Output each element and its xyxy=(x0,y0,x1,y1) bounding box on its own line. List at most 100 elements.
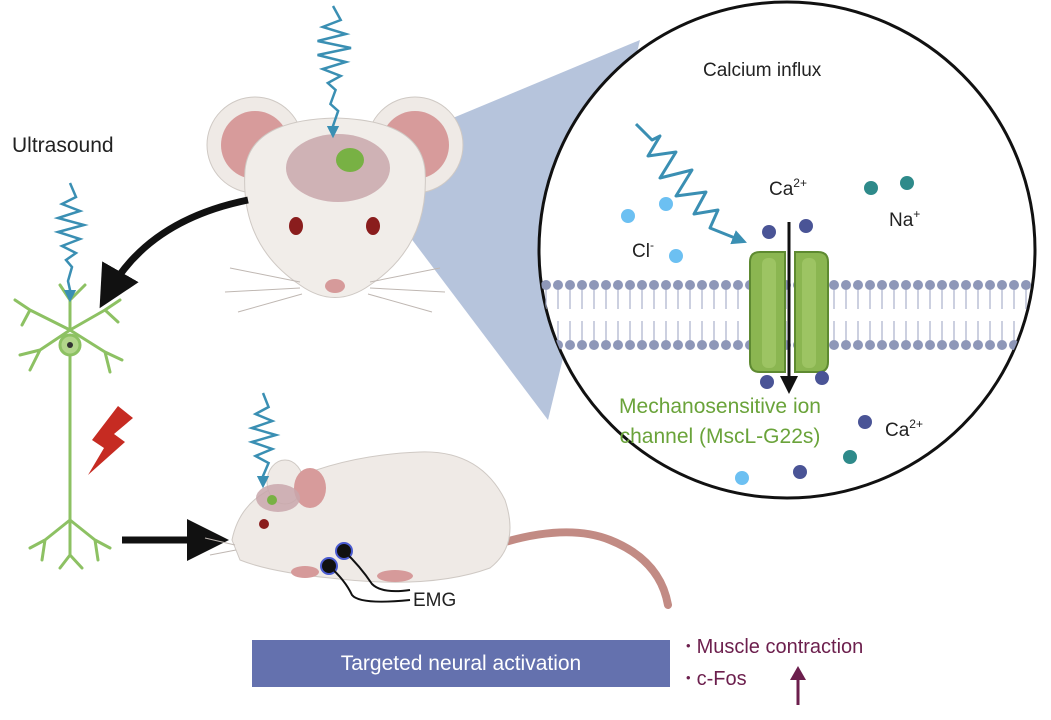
ion-channel-icon xyxy=(749,222,829,394)
bullet: • xyxy=(686,638,691,653)
ion-dot xyxy=(864,181,878,195)
calcium-ion-label: Ca2+ xyxy=(769,176,807,201)
lipid-head xyxy=(877,340,887,350)
lipid-head xyxy=(685,280,695,290)
lipid-head xyxy=(697,280,707,290)
ion-channel-label-line1: Mechanosensitive ion xyxy=(619,395,821,418)
lipid-head xyxy=(1021,280,1031,290)
lipid-head xyxy=(565,340,575,350)
lipid-head xyxy=(613,280,623,290)
emg-electrodes xyxy=(320,542,411,603)
lipid-head xyxy=(949,340,959,350)
lipid-head xyxy=(901,280,911,290)
lipid-head xyxy=(709,280,719,290)
lipid-head xyxy=(733,280,743,290)
ion-dot xyxy=(621,209,635,223)
ion-dot xyxy=(735,471,749,485)
lipid-head xyxy=(721,280,731,290)
lipid-head xyxy=(889,280,899,290)
lipid-head xyxy=(853,280,863,290)
lipid-head xyxy=(565,280,575,290)
ion-dot xyxy=(760,375,774,389)
lipid-head xyxy=(589,340,599,350)
lipid-head xyxy=(685,340,695,350)
lipid-head xyxy=(937,340,947,350)
ultrasound-wave-icon xyxy=(317,5,352,139)
ion-channel-label: Mechanosensitive ion channel (MscL-G22s) xyxy=(560,392,880,452)
chloride-ion-label: Cl- xyxy=(632,238,654,263)
lipid-head xyxy=(709,340,719,350)
lipid-head xyxy=(865,280,875,290)
calcium-ion-charge-bottom: 2+ xyxy=(909,417,923,431)
ion-dot xyxy=(762,225,776,239)
sodium-ion-label: Na+ xyxy=(889,207,920,232)
lightning-bolt-icon xyxy=(88,406,133,475)
ion-dot xyxy=(659,197,673,211)
mouse-head-icon xyxy=(206,96,464,313)
ion-dot xyxy=(793,465,807,479)
ultrasound-wave-icon xyxy=(247,392,281,489)
ion-dot xyxy=(669,249,683,263)
up-arrow-icon xyxy=(790,666,806,705)
activation-bar-label: Targeted neural activation xyxy=(340,651,582,675)
lipid-head xyxy=(985,280,995,290)
ion-dot xyxy=(799,219,813,233)
lipid-head xyxy=(673,340,683,350)
lipid-head xyxy=(961,340,971,350)
lipid-head xyxy=(649,280,659,290)
lipid-head xyxy=(889,340,899,350)
lipid-head xyxy=(925,340,935,350)
lipid-head xyxy=(997,280,1007,290)
lipid-head xyxy=(613,340,623,350)
calcium-influx-label: Calcium influx xyxy=(703,60,822,81)
mouse-body-icon xyxy=(204,451,672,609)
calcium-ion-label-bottom: Ca2+ xyxy=(885,417,923,442)
lipid-head xyxy=(901,340,911,350)
sodium-ion-symbol: Na xyxy=(889,210,914,231)
ion-dot xyxy=(858,415,872,429)
ultrasound-label: Ultrasound xyxy=(12,134,114,157)
lipid-head xyxy=(721,340,731,350)
lipid-head xyxy=(601,340,611,350)
lipid-head xyxy=(973,280,983,290)
outcome-c-fos: •c-Fos xyxy=(686,668,747,691)
lipid-head xyxy=(553,280,563,290)
lipid-head xyxy=(841,280,851,290)
lipid-head xyxy=(1009,280,1019,290)
lipid-head xyxy=(961,280,971,290)
lipid-head xyxy=(853,340,863,350)
curved-arrow xyxy=(99,196,249,309)
outcome-text: Muscle contraction xyxy=(696,636,864,658)
neuron-icon xyxy=(13,283,124,570)
lipid-head xyxy=(649,340,659,350)
calcium-influx-circle xyxy=(537,0,1037,500)
ions xyxy=(621,176,914,485)
ion-channel-label-line2: channel (MscL-G22s) xyxy=(619,425,821,448)
outcome-text: c-Fos xyxy=(696,668,747,690)
lipid-head xyxy=(733,340,743,350)
emg-label: EMG xyxy=(413,590,457,611)
lipid-head xyxy=(937,280,947,290)
lipid-head xyxy=(637,340,647,350)
lipid-head xyxy=(865,340,875,350)
lipid-head xyxy=(829,280,839,290)
ultrasound-wave-icon xyxy=(634,122,747,245)
lipid-head xyxy=(577,340,587,350)
lipid-head xyxy=(661,340,671,350)
ion-dot xyxy=(815,371,829,385)
calcium-ion-symbol: Ca xyxy=(769,179,794,200)
lipid-head xyxy=(697,340,707,350)
lipid-head xyxy=(577,280,587,290)
lipid-head xyxy=(1021,340,1031,350)
chloride-ion-charge: - xyxy=(649,238,654,252)
calcium-ion-charge: 2+ xyxy=(793,176,807,190)
lipid-head xyxy=(877,280,887,290)
lipid-head xyxy=(913,340,923,350)
lipid-head xyxy=(925,280,935,290)
lipid-head xyxy=(673,280,683,290)
outcome-muscle-contraction: • Muscle contraction xyxy=(686,636,863,659)
sodium-ion-charge: + xyxy=(913,207,921,221)
lipid-head xyxy=(661,280,671,290)
lipid-head xyxy=(973,340,983,350)
